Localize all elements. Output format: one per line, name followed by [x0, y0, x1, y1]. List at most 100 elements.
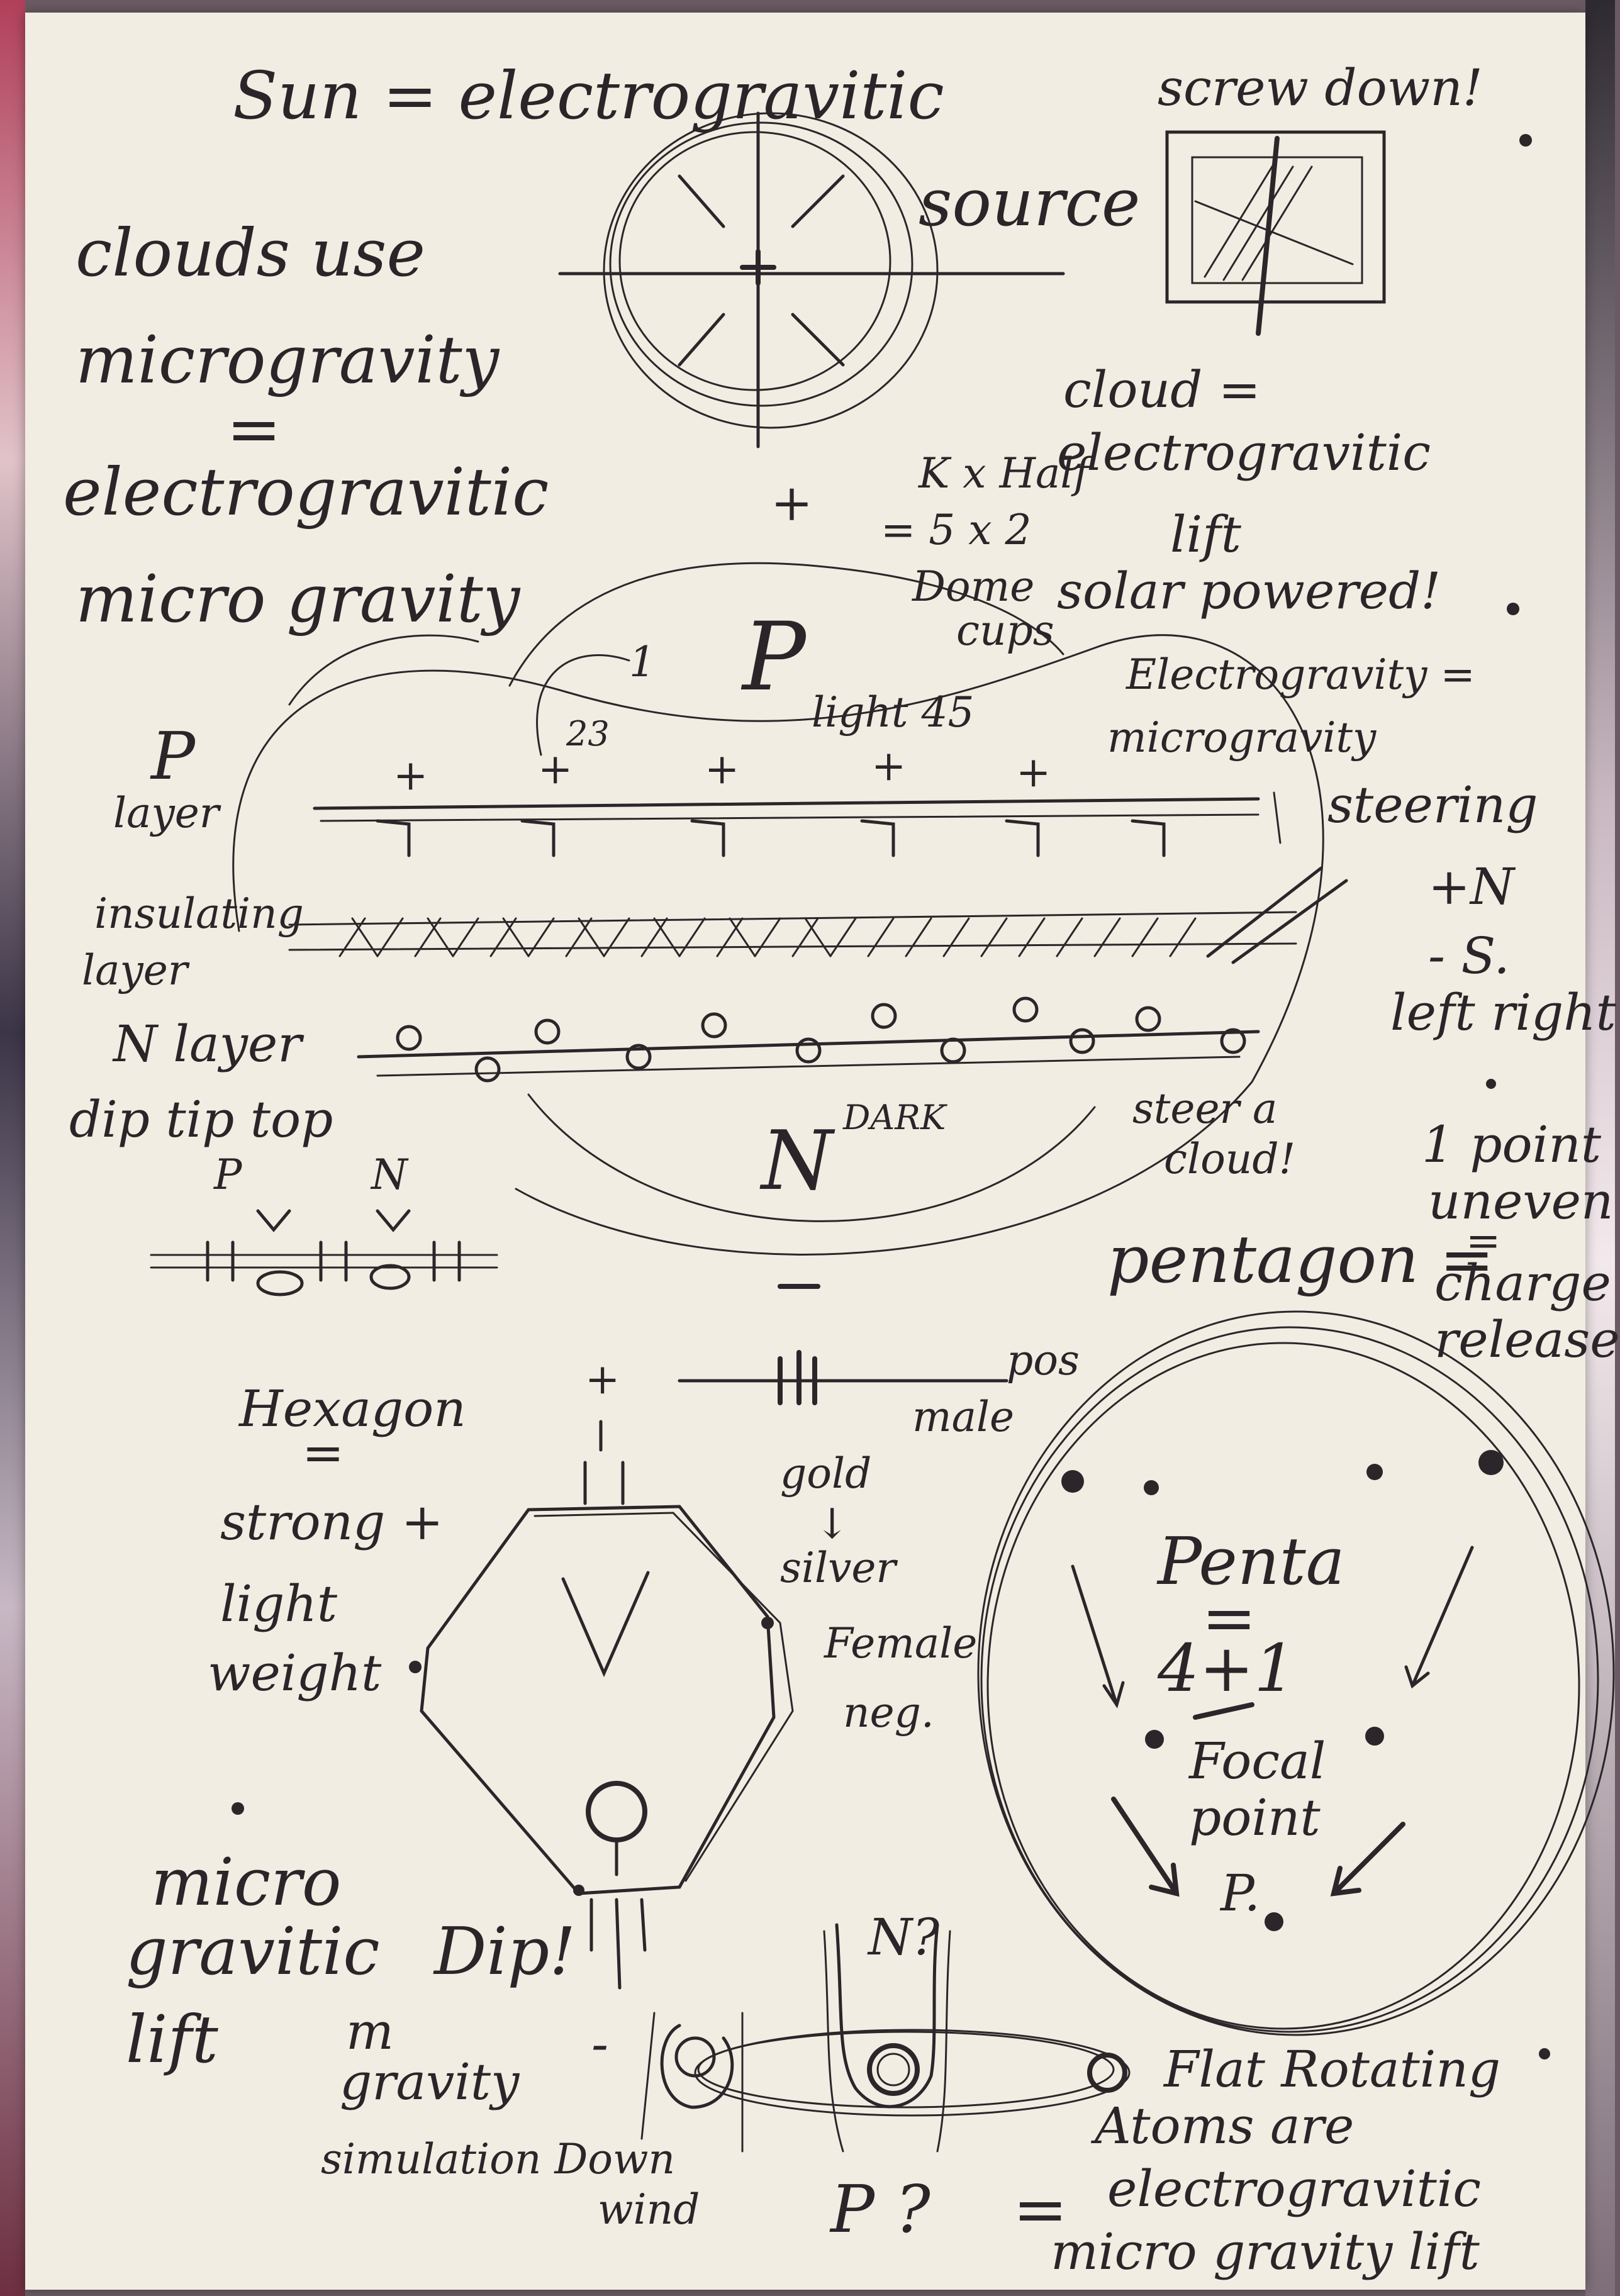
silver-label: silver	[780, 1544, 896, 1592]
solar-powered-note: solar powered!	[1057, 562, 1441, 620]
wind-label: wind	[598, 2185, 700, 2234]
cloud-lift-note: lift	[1170, 505, 1241, 564]
microgravity-lift-label: micro gravity lift	[1051, 2222, 1480, 2281]
micro-label: micro	[151, 1844, 342, 1920]
plus-sign-3: +	[705, 745, 740, 793]
pentagon-note: pentagon =	[1107, 1221, 1495, 1298]
plus-sign-2: +	[538, 745, 573, 793]
insulating-label: insulating	[94, 889, 304, 938]
weight-label: weight	[208, 1644, 382, 1702]
female-label: Female	[824, 1619, 978, 1668]
gravitic-label: gravitic	[126, 1913, 380, 1990]
hexagon-label: Hexagon	[239, 1379, 466, 1438]
plus-sign-4: +	[871, 742, 907, 790]
dip-tip-label: dip tip top	[69, 1090, 333, 1149]
n-question-label: N?	[868, 1908, 939, 1966]
neg-label: neg.	[843, 1688, 934, 1737]
small-n-label: N	[371, 1151, 408, 1199]
flat-rotating-atoms-sketch	[642, 1925, 1129, 2151]
plus-sign-hex: +	[585, 1355, 620, 1403]
micro-gravity-note-1: micro gravity	[75, 560, 520, 637]
cloud-electrogravitic-note: electrogravitic	[1057, 423, 1431, 482]
microgravity-note-1: microgravity	[75, 321, 500, 398]
gold-label: gold	[780, 1449, 872, 1498]
small-p-label: P	[214, 1151, 242, 1199]
microgravity-note-2: microgravity	[1107, 713, 1377, 762]
cups-note: cups	[956, 606, 1054, 655]
gravity-label: gravity	[340, 2053, 520, 2111]
screw-box-sketch	[1167, 132, 1384, 333]
plus-sign-5: +	[1016, 748, 1051, 796]
electrogravitic-note-1: electrogravitic	[63, 454, 549, 530]
eq-mid-label: =	[1013, 2171, 1068, 2248]
strong-label: strong +	[220, 1493, 444, 1551]
cloud-excl-note: cloud!	[1164, 1135, 1296, 1183]
clouds-use-note: clouds use	[75, 215, 426, 291]
background-edge-right	[1585, 0, 1615, 2296]
light-45-note: light 45	[812, 688, 975, 737]
penta-eq-label: =	[1202, 1580, 1257, 1656]
flat-rotating-label: Flat Rotating	[1164, 2040, 1501, 2098]
p-question-label: P ?	[830, 2171, 930, 2248]
cloud-loop-arcs	[233, 563, 1323, 1254]
dip-tip-diagram	[151, 1211, 497, 1295]
steer-a-note: steer a	[1132, 1084, 1278, 1133]
title-source: source	[919, 164, 1141, 241]
release-note: release	[1434, 1310, 1620, 1369]
penta-circle-sketch	[978, 1312, 1614, 2035]
dome-note: Dome	[912, 562, 1035, 611]
notebook-page: Sun = electrogravitic source screw down!…	[25, 13, 1620, 2290]
k-half-note: K x Half	[919, 449, 1089, 498]
atoms-are-label: Atoms are	[1095, 2097, 1355, 2155]
hexagon-sketch	[409, 1422, 793, 1988]
capacitor-symbol	[679, 1286, 1007, 1403]
steering-note: steering	[1327, 776, 1538, 834]
number-23: 23	[566, 714, 610, 754]
number-1: 1	[629, 638, 656, 686]
electrogravitic-label-2: electrogravitic	[1107, 2159, 1482, 2218]
one-point-note: 1 point	[1422, 1115, 1601, 1174]
plus-sign-sun: +	[771, 474, 813, 532]
four-plus-one-label: 4+1	[1158, 1630, 1296, 1707]
big-n-label: N	[761, 1113, 833, 1208]
p-layer-p: P	[151, 718, 195, 794]
pos-label: pos	[1007, 1336, 1080, 1385]
dark-label: DARK	[843, 1098, 946, 1137]
cloud-eq-note: cloud =	[1063, 360, 1261, 419]
electrogravity-eq-note: Electrogravity =	[1126, 650, 1475, 699]
plus-sign-1: +	[393, 751, 428, 800]
p-layer-label: layer	[113, 789, 220, 837]
big-p-label: P	[742, 603, 806, 712]
simulation-label: simulation Down	[321, 2135, 676, 2183]
p-focal-label: P.	[1221, 1864, 1261, 1922]
title-line: Sun = electrogravitic	[233, 57, 944, 134]
penta-label: Penta	[1158, 1523, 1345, 1600]
insulating-layer-label: layer	[82, 946, 188, 995]
minus-s-note: - S.	[1428, 927, 1510, 985]
sketch-drawings	[25, 13, 1585, 2290]
uneven-note: uneven	[1428, 1172, 1614, 1230]
arrow-down-label: ↓	[815, 1500, 850, 1548]
minus-sign-bottom: -	[591, 2015, 609, 2073]
hex-eq-label: =	[302, 1424, 345, 1482]
equals-note-1: =	[226, 391, 282, 467]
m-label: m	[346, 2002, 394, 2061]
point-label: point	[1189, 1788, 1321, 1847]
dip-label: Dip!	[434, 1913, 576, 1990]
lift-label: lift	[126, 2001, 218, 2078]
screw-down-note: screw down!	[1158, 59, 1483, 117]
sun-symbol	[560, 113, 1063, 447]
background-edge-left	[0, 0, 25, 2296]
five-x-two-note: = 5 x 2	[881, 506, 1032, 554]
n-layer-label: N layer	[113, 1015, 302, 1073]
focal-label: Focal	[1189, 1732, 1326, 1790]
charge-note: charge	[1434, 1254, 1611, 1312]
male-label: male	[912, 1393, 1015, 1441]
insulating-layer-hatch	[289, 868, 1346, 962]
light-label: light	[220, 1574, 338, 1633]
n-layer-beads	[359, 998, 1258, 1081]
eq-small-note: =	[1466, 1217, 1501, 1265]
left-right-note: left right	[1390, 983, 1616, 1042]
p-layer-lines	[315, 793, 1280, 855]
plus-n-note: +N	[1428, 857, 1515, 916]
